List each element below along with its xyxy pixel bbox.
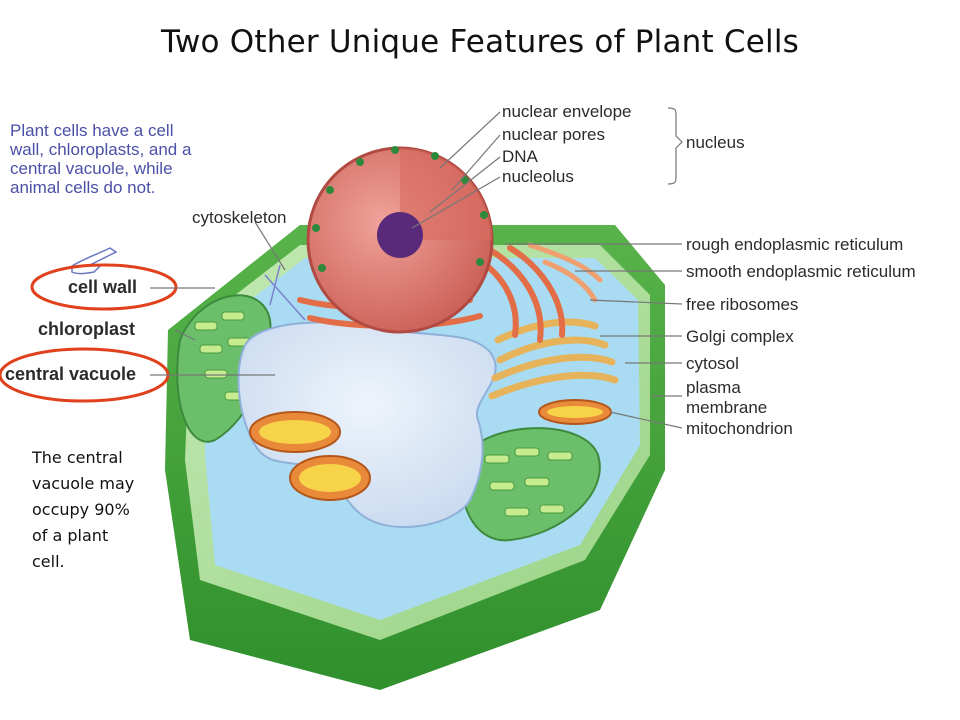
- label-membrane: membrane: [686, 398, 768, 417]
- intro-text: Plant cells have a cell wall, chloroplas…: [10, 121, 250, 197]
- label-golgi-complex: Golgi complex: [686, 327, 794, 346]
- note-line: cell.: [32, 552, 65, 571]
- label-cytoskeleton: cytoskeleton: [192, 208, 287, 227]
- intro-line: animal cells do not.: [10, 178, 156, 197]
- label-free-ribosomes: free ribosomes: [686, 295, 799, 314]
- label-nucleolus: nucleolus: [502, 167, 574, 186]
- label-nucleus: nucleus: [686, 133, 745, 152]
- leader-lines: [150, 107, 683, 429]
- label-nuclear-envelope: nuclear envelope: [502, 102, 632, 121]
- label-nuclear-pores: nuclear pores: [502, 125, 606, 144]
- golgi-complex: [488, 318, 619, 400]
- note-line: The central: [32, 448, 123, 467]
- pointing-hand-icon: [71, 247, 118, 275]
- chloroplast-bottom: [461, 427, 601, 542]
- note-line: vacuole may: [32, 474, 135, 493]
- smooth-endoplasmic-reticulum: [527, 242, 603, 303]
- label-rough-er: rough endoplasmic reticulum: [686, 235, 904, 254]
- intro-line: central vacuole, while: [10, 159, 173, 178]
- intro-line: wall, chloroplasts, and a: [10, 140, 192, 159]
- label-cell-wall: cell wall: [68, 277, 138, 297]
- mitochondrion-right: [538, 399, 612, 425]
- label-plasma: plasma: [686, 378, 741, 397]
- label-dna: DNA: [502, 147, 538, 166]
- label-cytosol: cytosol: [686, 354, 739, 373]
- vacuole-note: The central vacuole may occupy 90% of a …: [32, 445, 162, 575]
- page-title: Two Other Unique Features of Plant Cells: [161, 24, 799, 60]
- label-chloroplast: chloroplast: [38, 319, 136, 339]
- cell-wall-highlight-circle: [30, 263, 178, 311]
- note-line: of a plant: [32, 526, 109, 545]
- label-smooth-er: smooth endoplasmic reticulum: [686, 262, 916, 281]
- cytoskeleton: [264, 264, 306, 321]
- nucleus: [306, 146, 494, 334]
- label-central-vacuole: central vacuole: [5, 364, 137, 384]
- note-line: occupy 90%: [32, 500, 130, 519]
- intro-line: Plant cells have a cell: [10, 121, 174, 140]
- label-mitochondrion: mitochondrion: [686, 419, 793, 438]
- mitochondrion-left: [249, 411, 371, 501]
